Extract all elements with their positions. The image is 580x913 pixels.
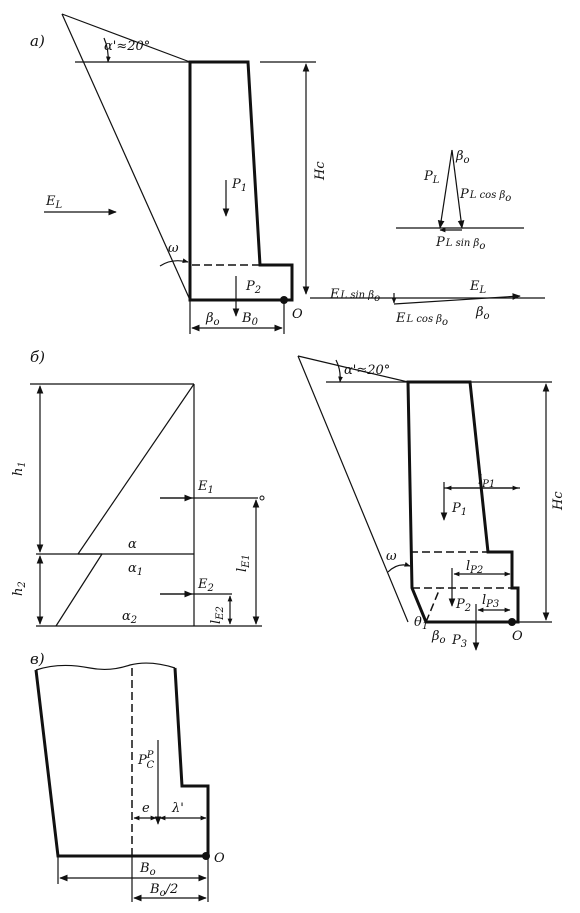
earth-pressure-decomposition: EL sin βo EL cos βo EL βo — [310, 279, 545, 328]
base-beta-label: βo — [205, 311, 220, 328]
triangle-psin-label: PL sin βo — [435, 235, 485, 252]
c-omega-arc — [387, 562, 411, 573]
c-origin-label: O — [512, 629, 523, 644]
e1-label: E1 — [197, 479, 214, 496]
e2-label: E2 — [197, 577, 214, 594]
d-origin-point — [202, 852, 210, 860]
panel-b: б) h1 h2 α α1 α2 E1 E2 lE1 lE2 — [11, 348, 265, 627]
c-backfill-surface — [297, 355, 409, 383]
c-height-label: Hc — [551, 491, 566, 511]
c-angle-arc — [335, 359, 343, 383]
d-wall-outline — [34, 667, 210, 858]
c-p3-label: P3 — [451, 633, 467, 650]
omega-label: ω — [168, 241, 179, 256]
triangle-pcos-label: PL cos βo — [459, 187, 511, 204]
panel-a-heading: а) — [30, 32, 45, 50]
c-backfill-slope — [297, 355, 409, 623]
le2-label: lE2 — [209, 606, 226, 624]
c-lp3-label: lP3 — [482, 593, 499, 610]
h2-label: h2 — [11, 581, 28, 596]
h1-label: h1 — [11, 461, 28, 476]
pressure-diagram-lower — [55, 553, 103, 627]
panel-d-heading: в) — [30, 650, 45, 668]
weight-force-triangle: PL βo PL cos βo PL sin βo — [396, 149, 524, 252]
weight-p1-label: P1 — [231, 177, 247, 194]
e1-point — [259, 495, 265, 501]
base-label: B0 — [241, 311, 259, 328]
c-lp1-label: lP1 — [478, 473, 495, 490]
angle-arc — [103, 37, 111, 63]
d-base-label: Bo — [139, 861, 156, 878]
backfill-slope-line — [61, 13, 191, 301]
d-e-label: e — [142, 801, 150, 816]
d-top-break-line — [35, 662, 176, 671]
triangle-p-vector — [437, 149, 453, 229]
c-section-line-3 — [425, 587, 441, 623]
earth-pressure-label: EL — [45, 194, 63, 211]
omega-arc — [159, 258, 189, 267]
triangle-p-label: PL — [423, 169, 440, 186]
backfill-surface — [61, 13, 191, 63]
c-origin-point — [508, 618, 516, 626]
weight-p2-label: P2 — [245, 279, 261, 296]
c-p1-label: P1 — [451, 501, 467, 518]
d-origin-label: O — [214, 851, 225, 866]
panel-a: а) α'≈20° O Hc EL P1 P2 ω βo B0 — [30, 13, 545, 334]
c-omega-label: ω — [386, 549, 397, 564]
alpha-label: α — [128, 537, 137, 552]
pressure-diagram-upper — [77, 383, 195, 555]
c-theta-label: θ1 — [414, 615, 428, 632]
angle-label: α'≈20° — [104, 39, 150, 54]
triangle-pcos-vector — [451, 149, 465, 229]
height-label: Hc — [313, 161, 328, 181]
triangle-beta-label: βo — [455, 149, 470, 166]
c-p2-label: P2 — [455, 597, 471, 614]
panel-b-heading: б) — [30, 348, 45, 366]
c-angle-label: α'≈20° — [344, 363, 390, 378]
decomp-ecos-label: EL cos βo — [395, 311, 448, 328]
c-retaining-wall — [406, 380, 520, 624]
d-half-base-label: Bo/2 — [149, 882, 178, 899]
c-beta-label: βo — [431, 629, 446, 646]
decomp-e-label: EL — [469, 279, 487, 296]
le1-label: lE1 — [235, 554, 252, 572]
alpha2-label: α2 — [122, 609, 137, 626]
decomp-beta-label: βo — [475, 305, 490, 322]
d-lambda-label: λ' — [171, 801, 184, 816]
panel-c: α'≈20° O Hc lP1 P1 lP2 P2 lP3 P3 ω θ1 βo — [297, 355, 566, 651]
origin-label: O — [292, 307, 303, 322]
c-lp2-label: lP2 — [466, 559, 483, 576]
decomp-e-vector — [393, 293, 521, 305]
decomp-esin-label: EL sin βo — [329, 287, 380, 304]
alpha1-label: α1 — [128, 561, 143, 578]
